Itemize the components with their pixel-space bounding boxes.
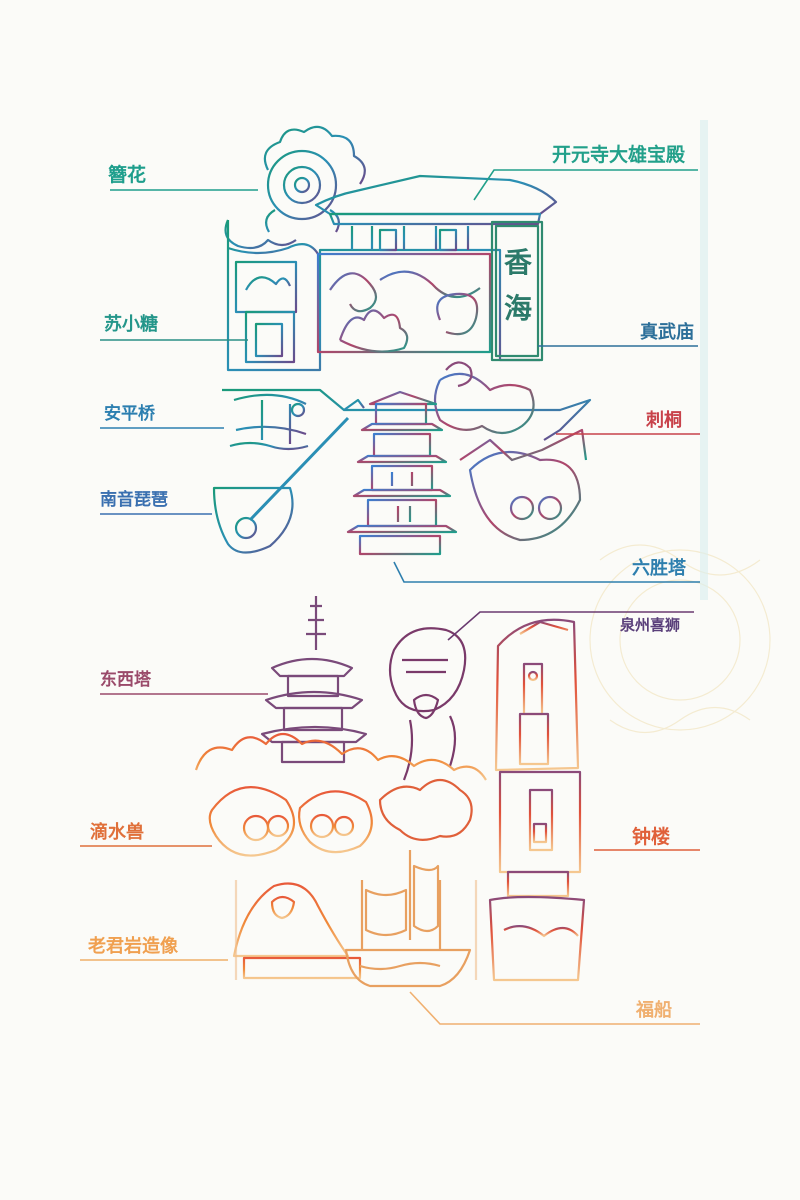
east-west-pagoda bbox=[260, 596, 368, 764]
sign-char-1: 香 bbox=[504, 246, 532, 279]
clock-tower bbox=[488, 618, 586, 982]
hairpin-flower bbox=[263, 125, 366, 233]
label-citong: 刺桐 bbox=[646, 410, 682, 431]
lower-artwork bbox=[194, 596, 586, 988]
label-laojun: 老君岩造像 bbox=[88, 936, 178, 957]
label-dongxi: 东西塔 bbox=[100, 670, 151, 690]
label-fuchuan: 福船 bbox=[636, 1000, 672, 1021]
label-liusheng: 六胜塔 bbox=[632, 558, 686, 579]
label-anping: 安平桥 bbox=[104, 404, 155, 424]
sign-char-2: 海 bbox=[504, 292, 532, 325]
label-zhenwu: 真武庙 bbox=[640, 322, 694, 343]
label-kaiyuan: 开元寺大雄宝殿 bbox=[552, 144, 686, 166]
label-zanhua: 簪花 bbox=[108, 164, 147, 186]
lion bbox=[388, 627, 467, 781]
label-quanzhou-lion: 泉州喜狮 bbox=[620, 616, 681, 634]
label-dishui: 滴水兽 bbox=[90, 822, 144, 843]
leader-lines bbox=[80, 169, 700, 1025]
background-pattern bbox=[589, 544, 771, 733]
liusheng-pagoda bbox=[346, 390, 458, 556]
upper-artwork bbox=[212, 125, 592, 556]
fu-ship bbox=[344, 850, 472, 988]
label-zhonglou: 钟楼 bbox=[632, 826, 671, 848]
label-nanyin: 南音琵琶 bbox=[100, 490, 168, 510]
label-suxiaotang: 苏小糖 bbox=[104, 314, 158, 335]
